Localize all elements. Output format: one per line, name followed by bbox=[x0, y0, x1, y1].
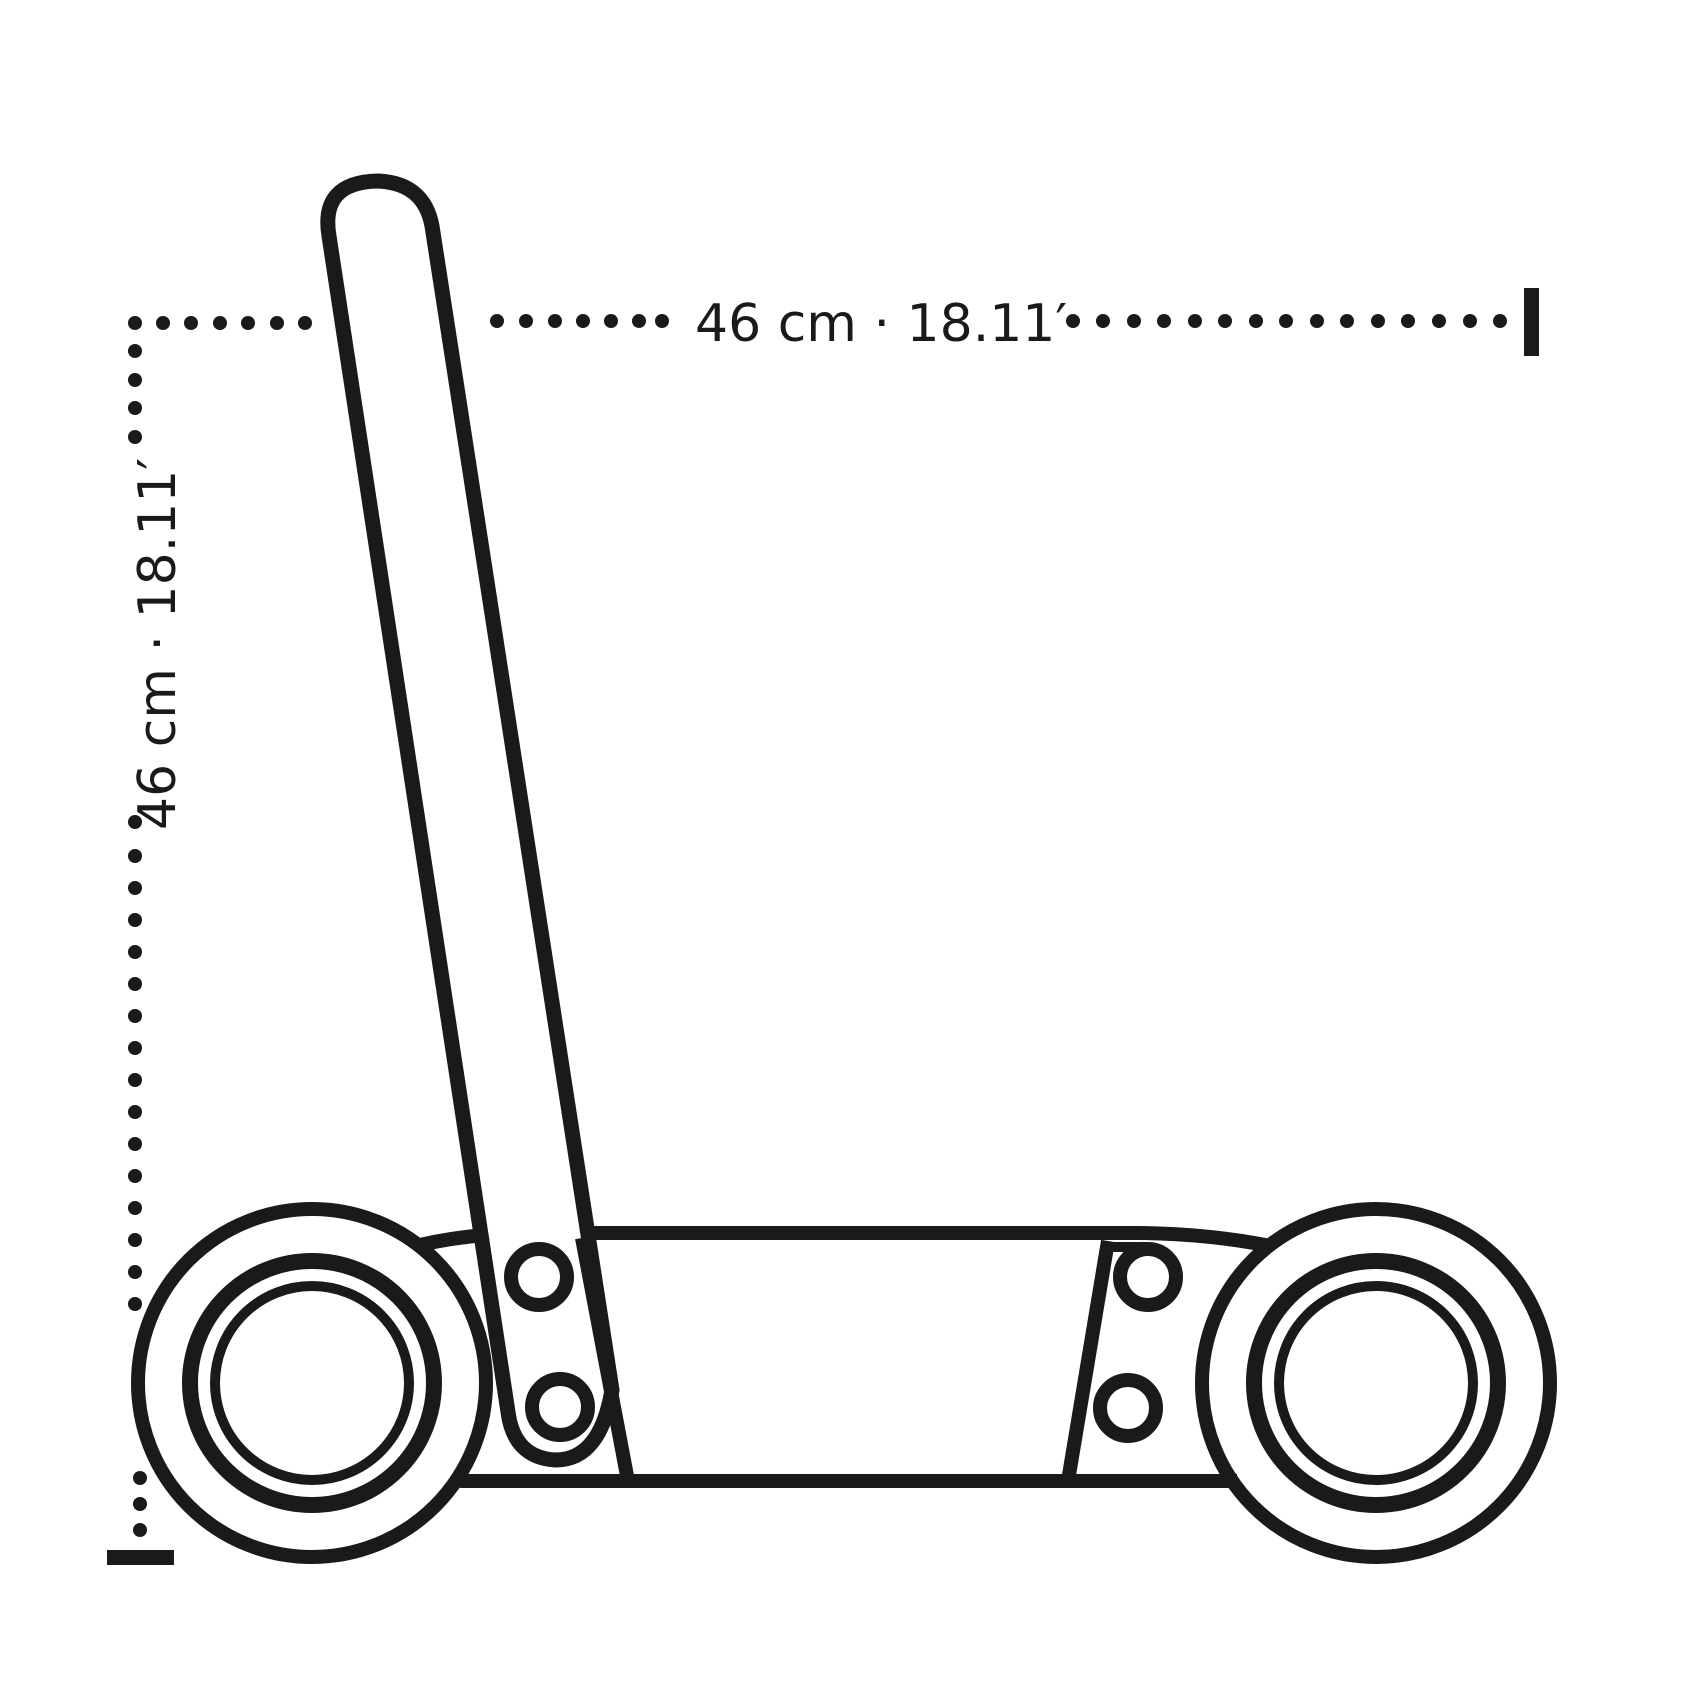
width-dimension-dots bbox=[128, 314, 1507, 330]
bolt-icon bbox=[525, 1372, 595, 1442]
chassis bbox=[418, 1226, 1272, 1488]
width-end-marker bbox=[1524, 288, 1539, 356]
height-dimension-label: 46 cm · 18.11′ bbox=[128, 457, 188, 830]
handle bbox=[320, 173, 620, 1468]
bolt-icon bbox=[504, 1242, 574, 1312]
bolts bbox=[504, 1242, 1183, 1443]
right-wheel bbox=[1195, 1202, 1557, 1564]
bolt-icon bbox=[1093, 1373, 1163, 1443]
height-dimension-dots bbox=[128, 344, 147, 1537]
left-wheel bbox=[131, 1202, 493, 1564]
height-end-marker bbox=[107, 1550, 174, 1565]
width-dimension-label: 46 cm · 18.11′ bbox=[695, 294, 1068, 354]
bolt-icon bbox=[1113, 1242, 1183, 1312]
